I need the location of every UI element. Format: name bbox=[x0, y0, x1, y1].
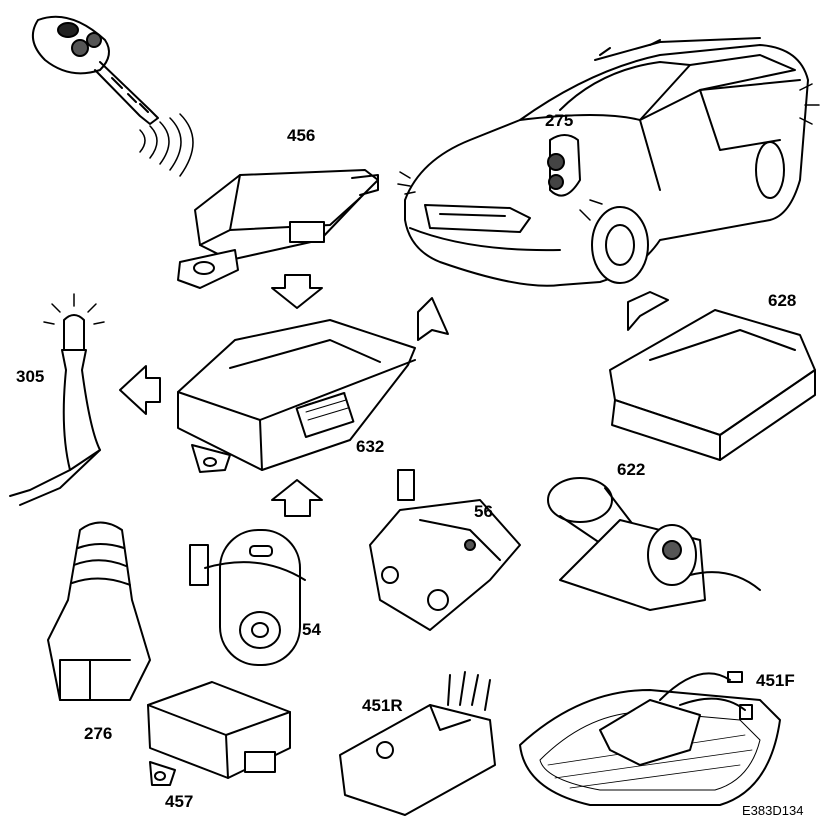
label-451R: 451R bbox=[362, 696, 403, 715]
label-276: 276 bbox=[84, 724, 113, 743]
label-56: 56 bbox=[474, 502, 493, 521]
remote-key-icon bbox=[33, 17, 158, 124]
switch-54 bbox=[190, 530, 305, 665]
lamp-305 bbox=[10, 294, 104, 505]
module-628 bbox=[610, 310, 815, 460]
arrow-up-left-icon bbox=[628, 292, 668, 330]
receiver-module-456 bbox=[178, 170, 378, 288]
sensor-451R bbox=[340, 672, 495, 815]
label-451F: 451F bbox=[756, 671, 795, 690]
boot-276 bbox=[48, 523, 150, 701]
arrow-left-icon bbox=[120, 366, 160, 414]
sensor-451F bbox=[520, 672, 780, 805]
label-275: 275 bbox=[545, 111, 574, 130]
control-module-632 bbox=[178, 320, 415, 472]
arrow-up-right-icon bbox=[418, 298, 448, 340]
car-icon bbox=[398, 38, 819, 286]
label-54: 54 bbox=[302, 620, 321, 639]
label-632: 632 bbox=[356, 437, 385, 456]
figure-code: E383D134 bbox=[742, 803, 804, 818]
arrow-up-icon bbox=[272, 480, 322, 516]
label-628: 628 bbox=[768, 291, 797, 310]
label-456: 456 bbox=[287, 126, 316, 145]
label-622: 622 bbox=[617, 460, 646, 479]
arrow-down-icon bbox=[272, 275, 322, 308]
label-457: 457 bbox=[165, 792, 194, 811]
module-457 bbox=[148, 682, 290, 785]
label-305: 305 bbox=[16, 367, 45, 386]
actuator-622 bbox=[548, 478, 760, 610]
signal-waves-icon bbox=[140, 114, 193, 176]
lock-56 bbox=[370, 470, 520, 630]
